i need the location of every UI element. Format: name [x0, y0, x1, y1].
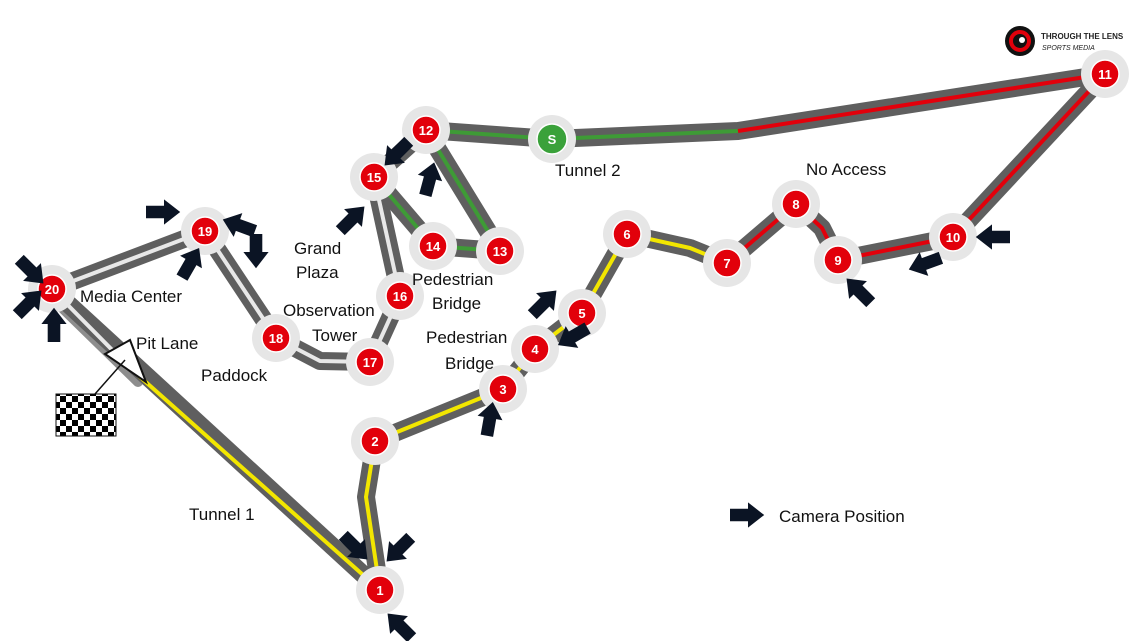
turn-9-label: 9 — [834, 253, 841, 268]
turn-1-marker: 1 — [356, 566, 404, 614]
turn-8-label: 8 — [792, 197, 799, 212]
label-pedestrian-bridge-b-line2: Bridge — [445, 354, 494, 373]
turn-16-label: 16 — [393, 289, 407, 304]
turn-5-label: 5 — [578, 306, 585, 321]
turn-2-marker: 2 — [351, 417, 399, 465]
legend-camera-position: Camera Position — [779, 507, 905, 526]
label-grand-plaza-line2: Plaza — [296, 263, 339, 282]
label-tunnel-2: Tunnel 2 — [555, 161, 621, 180]
turn-11-label: 11 — [1098, 67, 1112, 82]
turn-20-label: 20 — [45, 282, 59, 297]
turn-7-marker: 7 — [703, 239, 751, 287]
turn-18-label: 18 — [269, 331, 283, 346]
turn-3-label: 3 — [499, 382, 506, 397]
label-pedestrian-bridge-a-line2: Bridge — [432, 294, 481, 313]
turn-6-label: 6 — [623, 227, 630, 242]
label-observation-tower-line2: Tower — [312, 326, 358, 345]
camera-arrow-icon — [146, 199, 181, 225]
logo-subtitle: SPORTS MEDIA — [1042, 45, 1095, 52]
turn-19-marker: 19 — [181, 207, 229, 255]
flag-pole — [94, 359, 126, 395]
legend-camera-arrow-icon — [730, 502, 765, 528]
label-media-center: Media Center — [80, 287, 182, 306]
camera-arrow-icon — [243, 234, 269, 269]
label-pedestrian-bridge-b-line1: Pedestrian — [426, 328, 507, 347]
turn-7-label: 7 — [723, 256, 730, 271]
turn-12-marker: 12 — [402, 106, 450, 154]
turn-1-label: 1 — [376, 583, 383, 598]
label-observation-tower-line1: Observation — [283, 301, 375, 320]
turn-14-label: 14 — [426, 239, 441, 254]
turn-19-label: 19 — [198, 224, 212, 239]
sector-red — [725, 72, 1107, 265]
turn-10-marker: 10 — [929, 213, 977, 261]
label-no-access: No Access — [806, 160, 886, 179]
turn-13-label: 13 — [493, 244, 507, 259]
turn-4-marker: 4 — [511, 325, 559, 373]
turn-6-marker: 6 — [603, 210, 651, 258]
turn-11-marker: 11 — [1081, 50, 1129, 98]
label-pit-lane: Pit Lane — [136, 334, 198, 353]
turn-14-marker: 14 — [409, 222, 457, 270]
turn-15-label: 15 — [367, 170, 381, 185]
turn-8-marker: 8 — [772, 180, 820, 228]
turn-17-label: 17 — [363, 355, 377, 370]
turn-2-label: 2 — [371, 434, 378, 449]
turn-18-marker: 18 — [252, 314, 300, 362]
start-marker: S — [528, 115, 576, 163]
sector-yellow-a — [128, 366, 382, 592]
turn-10-label: 10 — [946, 230, 960, 245]
camera-arrow-icon — [975, 224, 1010, 250]
turn-12-label: 12 — [419, 123, 433, 138]
start-marker-label: S — [548, 132, 557, 147]
turn-9-marker: 9 — [814, 236, 862, 284]
turn-17-marker: 17 — [346, 338, 394, 386]
checkered-flag-icon — [55, 393, 117, 437]
label-tunnel-1: Tunnel 1 — [189, 505, 255, 524]
through-the-lens-logo: THROUGH THE LENS SPORTS MEDIA — [1005, 26, 1124, 56]
label-paddock: Paddock — [201, 366, 268, 385]
turn-16-marker: 16 — [376, 272, 424, 320]
camera-arrow-icon — [331, 197, 374, 240]
label-pedestrian-bridge-a-line1: Pedestrian — [412, 270, 493, 289]
logo-title: THROUGH THE LENS — [1041, 32, 1124, 41]
pit-lane-flag-icon — [103, 338, 149, 385]
turn-4-label: 4 — [531, 342, 539, 357]
label-grand-plaza-line1: Grand — [294, 239, 341, 258]
turn-13-marker: 13 — [476, 227, 524, 275]
turn-3-marker: 3 — [479, 365, 527, 413]
